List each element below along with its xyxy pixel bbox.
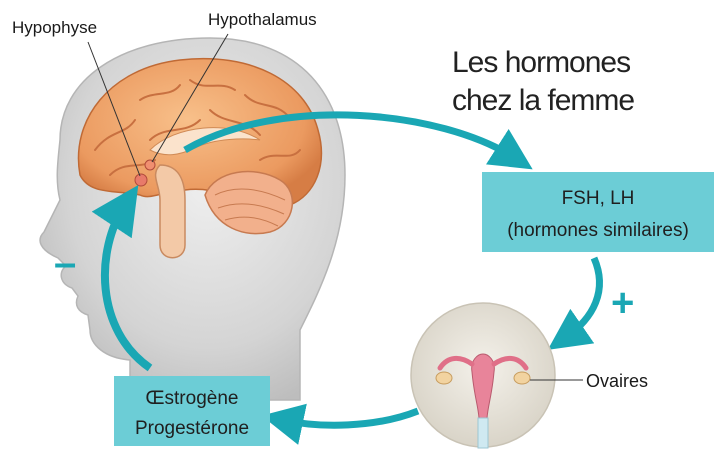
ovarian-hormones-line1: Œstrogène — [146, 388, 239, 409]
arrow-to-ovarian-hormones — [282, 411, 418, 425]
ovarian-hormones-line2: Progestérone — [135, 418, 249, 439]
hypothalamus-label: Hypothalamus — [208, 10, 317, 29]
ovarian-hormones-box: Œstrogène Progestérone — [114, 376, 270, 446]
fsh-lh-line2: (hormones similaires) — [507, 220, 689, 241]
positive-sign: + — [611, 281, 634, 325]
arrow-to-ovaries — [565, 258, 599, 338]
negative-sign: – — [54, 241, 76, 285]
hypophyse-label: Hypophyse — [12, 18, 97, 37]
diagram-title-line2: chez la femme — [452, 84, 634, 117]
ovaires-label: Ovaires — [586, 371, 648, 391]
ovary-illustration — [411, 303, 555, 448]
fsh-lh-box: FSH, LH (hormones similaires) — [482, 172, 714, 252]
diagram-title-line1: Les hormones — [452, 46, 630, 79]
fsh-lh-line1: FSH, LH — [562, 188, 635, 209]
